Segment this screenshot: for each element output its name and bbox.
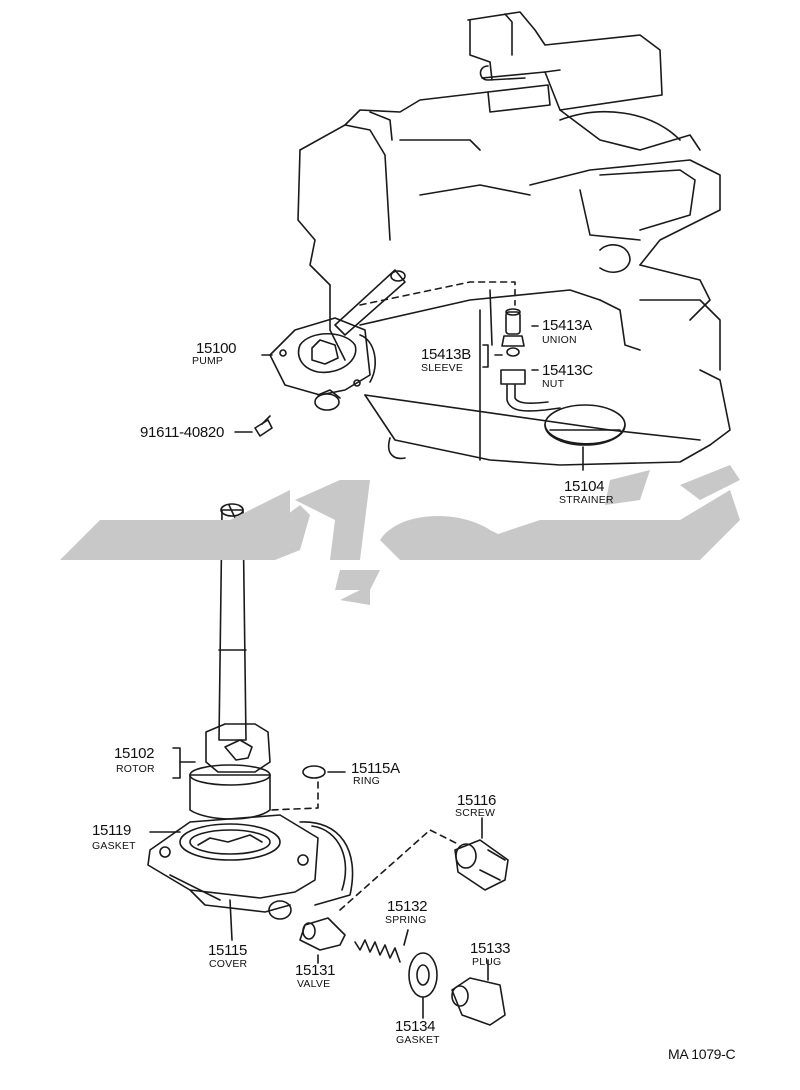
part-name-plug: PLUG	[472, 956, 502, 968]
part-number-bolt: 91611-40820	[140, 424, 225, 441]
part-number-strainer: 15104	[564, 478, 605, 495]
dashed-guide-line	[359, 281, 516, 306]
part-number-plug: 15133	[470, 940, 511, 957]
part-number-gasket-plug: 15134	[395, 1018, 436, 1035]
part-name-strainer: STRAINER	[559, 494, 614, 506]
dashed-ring-line	[269, 781, 319, 811]
part-name-nut: NUT	[542, 378, 565, 390]
watermark-logo	[60, 465, 740, 605]
union-sleeve-nut-illustration	[500, 308, 561, 412]
ring-illustration	[302, 765, 326, 779]
part-name-spring: SPRING	[385, 914, 427, 926]
part-name-valve: VALVE	[297, 978, 331, 990]
bracket-rotor	[172, 747, 181, 779]
part-name-screw: SCREW	[455, 807, 496, 819]
dashed-screw-line	[339, 829, 461, 911]
part-number-cover: 15115	[208, 942, 248, 959]
part-number-screw: 15116	[457, 792, 497, 809]
part-name-ring: RING	[353, 775, 381, 787]
plug-illustration	[451, 977, 506, 1026]
leader-spring	[403, 929, 409, 946]
part-name-rotor: ROTOR	[116, 763, 155, 775]
part-number-union: 15413A	[542, 317, 592, 334]
leader-cover	[229, 899, 233, 941]
part-number-valve: 15131	[295, 962, 336, 979]
part-number-spring: 15132	[387, 898, 428, 915]
part-number-nut: 15413C	[542, 362, 593, 379]
part-name-union: UNION	[542, 334, 577, 346]
pump-assembly-illustration	[269, 269, 406, 411]
screw-illustration	[454, 839, 509, 891]
spring-illustration	[354, 939, 401, 963]
bracket-sleeve	[482, 344, 503, 368]
part-name-gasket-plug: GASKET	[396, 1034, 440, 1046]
valve-illustration	[299, 917, 346, 951]
strainer-illustration	[544, 404, 626, 446]
part-name-gasket-cover: GASKET	[92, 840, 136, 852]
part-number-sleeve: 15413B	[421, 346, 471, 363]
bolt-illustration	[254, 415, 273, 437]
leader-union-nut	[531, 325, 539, 371]
part-number-rotor: 15102	[114, 745, 155, 762]
part-number-gasket-cover: 15119	[92, 822, 132, 839]
diagram-code: MA 1079-C	[668, 1046, 736, 1062]
part-name-cover: COVER	[209, 958, 248, 970]
cover-illustration	[147, 814, 354, 920]
part-name-pump: PUMP	[192, 355, 224, 367]
part-number-ring: 15115A	[351, 760, 400, 777]
engine-block-illustration	[297, 11, 731, 466]
part-number-pump: 15100	[196, 340, 237, 357]
gasket-plug-illustration	[408, 952, 438, 998]
part-name-sleeve: SLEEVE	[421, 362, 464, 374]
